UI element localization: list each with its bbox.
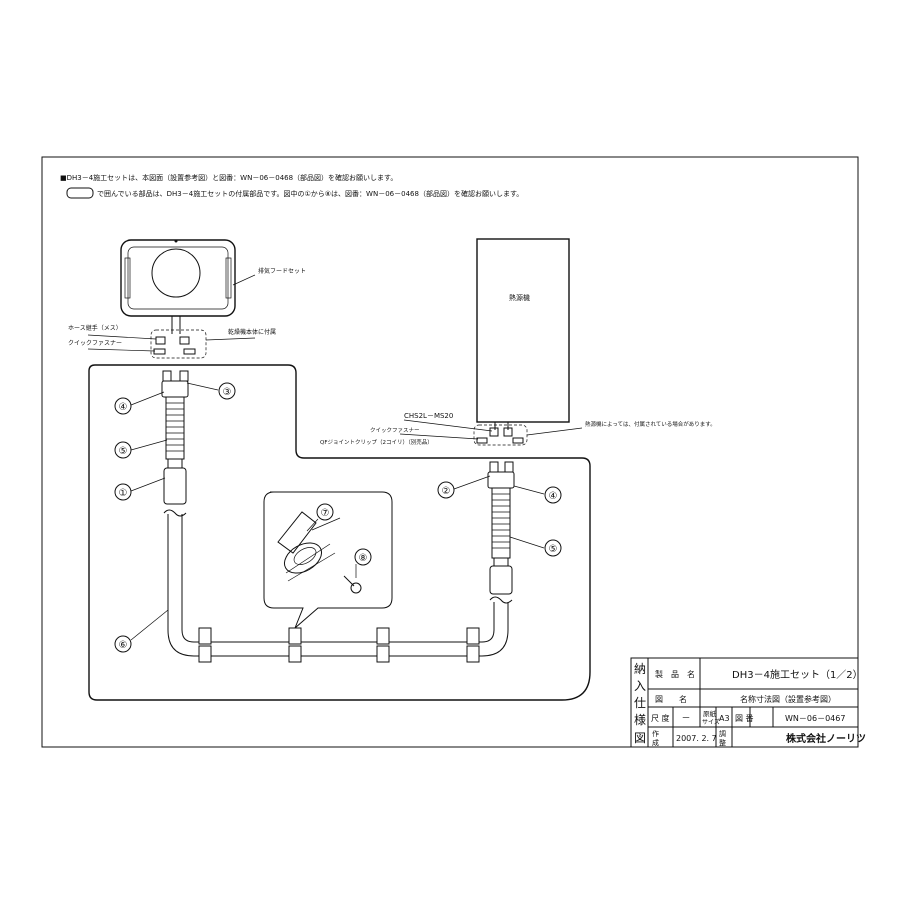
svg-text:⑤: ⑤ bbox=[549, 544, 558, 555]
scale-label: 尺 度 bbox=[651, 713, 670, 723]
side-label-4: 様 bbox=[634, 713, 646, 727]
scale-value: － bbox=[681, 714, 690, 724]
created-date: 2007. 2. 7 bbox=[676, 734, 717, 743]
joint-clip bbox=[277, 511, 341, 582]
created-label-1: 作 bbox=[652, 729, 659, 738]
paper-label-2: サイズ bbox=[702, 718, 720, 726]
part-callout-2: ② bbox=[437, 475, 491, 499]
drawing-no-label: 図 番 bbox=[735, 713, 754, 723]
quick-fastener-left-label: クイックファスナー bbox=[68, 340, 122, 347]
svg-text:④: ④ bbox=[549, 491, 558, 502]
side-label-3: 仕 bbox=[634, 696, 646, 710]
heat-source-attached-box bbox=[473, 424, 528, 446]
note-line-2: で囲んでいる部品は、DH3－4施工セットの付属部品です。図中の①から⑧は、図番：… bbox=[97, 189, 523, 198]
hood-label: 排気フードセット bbox=[258, 267, 306, 275]
svg-text:⑤: ⑤ bbox=[119, 446, 128, 457]
side-label-5: 図 bbox=[634, 731, 646, 745]
adjusted-label-1: 調 bbox=[719, 729, 726, 738]
part-callout-5-right: ⑤ bbox=[509, 536, 562, 557]
quick-fastener-right-label: クイックファスナー bbox=[370, 427, 420, 434]
product-name: DH3－4施工セット（1／2） bbox=[732, 668, 863, 681]
part-callout-4-left: ④ bbox=[114, 391, 165, 415]
hose-joint-label: ホース継手（メス） bbox=[68, 324, 122, 332]
svg-text:⑦: ⑦ bbox=[321, 508, 330, 519]
created-label-2: 成 bbox=[652, 738, 659, 747]
right-hose-assembly bbox=[487, 461, 515, 630]
note-legend-frame bbox=[66, 187, 94, 199]
title-block bbox=[630, 657, 859, 748]
dryer-attached-box bbox=[150, 329, 207, 359]
part-callout-3: ③ bbox=[186, 382, 236, 400]
left-hose-assembly bbox=[161, 370, 189, 630]
svg-text:①: ① bbox=[119, 488, 128, 499]
svg-text:⑥: ⑥ bbox=[119, 640, 128, 651]
exhaust-hood bbox=[120, 239, 236, 334]
note-line-1: ■DH3－4施工セットは、本図面（設置参考図）と図番：WN－06－0468（部品… bbox=[60, 173, 397, 182]
paper-label-1: 原紙 bbox=[703, 709, 717, 718]
svg-text:④: ④ bbox=[119, 402, 128, 413]
chs-label: CHS2L－MS20 bbox=[404, 412, 453, 420]
part-callout-8: ⑧ bbox=[354, 548, 372, 578]
svg-text:⑧: ⑧ bbox=[359, 553, 368, 564]
drawing-name-label: 図 名 bbox=[655, 694, 687, 704]
svg-text:③: ③ bbox=[223, 387, 232, 398]
qf-clip-label: QFジョイントクリップ（2コイリ）（別売品） bbox=[320, 438, 433, 446]
company-name: 株式会社ノーリツ bbox=[786, 732, 866, 745]
part-callout-4-right: ④ bbox=[513, 485, 562, 504]
clip-callout bbox=[263, 491, 393, 629]
dryer-attached-label: 乾燥機本体に付属 bbox=[228, 328, 276, 336]
part-callout-6: ⑥ bbox=[114, 609, 169, 653]
part-callout-1: ① bbox=[114, 477, 166, 501]
side-label-2: 入 bbox=[634, 679, 646, 693]
drawing-no: WN－06－0467 bbox=[785, 714, 845, 723]
screw bbox=[343, 575, 362, 594]
drawing-name: 名称寸法図（設置参考図） bbox=[740, 694, 836, 704]
heat-source-note: 熱源機によっては、付属されている場合があります。 bbox=[585, 420, 716, 428]
attached-parts-outline bbox=[88, 364, 591, 701]
heat-source-unit bbox=[476, 238, 570, 423]
side-label-1: 納 bbox=[634, 662, 646, 676]
hood-leader bbox=[232, 274, 256, 286]
product-name-label: 製 品 名 bbox=[655, 669, 695, 679]
svg-text:②: ② bbox=[442, 486, 451, 497]
heat-source-label: 熱源機 bbox=[509, 293, 530, 302]
part-callout-7: ⑦ bbox=[306, 503, 334, 532]
part-callout-5-left: ⑤ bbox=[114, 439, 168, 459]
adjusted-label-2: 整 bbox=[719, 738, 726, 747]
drawing-border bbox=[41, 156, 859, 748]
connecting-hose bbox=[167, 627, 509, 663]
paper-size: A3 bbox=[719, 714, 730, 723]
